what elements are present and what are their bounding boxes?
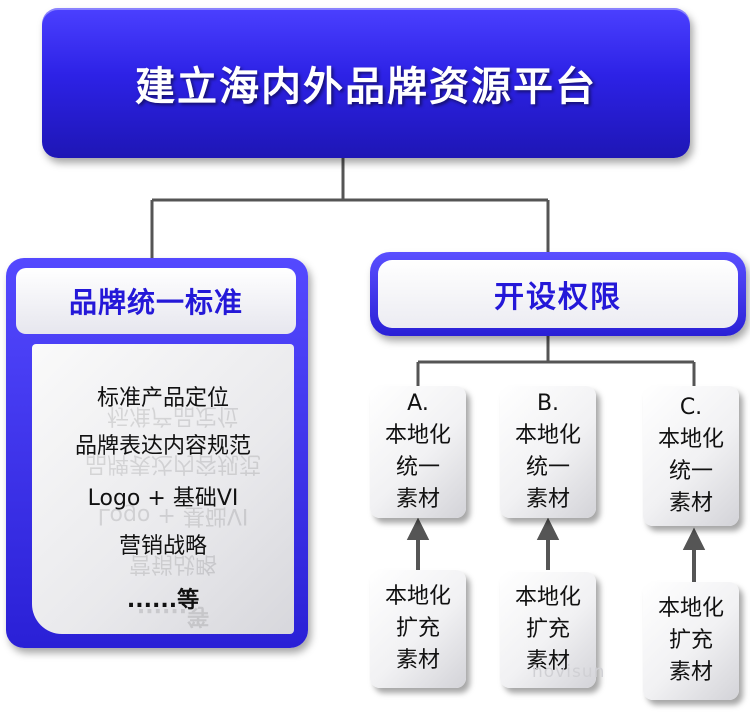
permissions-box: 开设权限 [370,252,746,336]
box-line: 本地化 [657,596,724,621]
standard-panel: 品牌统一标准 标准产品定位 标准产品定位 品牌表达内容规范 品牌表达内容规范 L… [6,258,308,648]
box-line: 素材 [525,487,570,512]
standard-header: 品牌统一标准 [16,268,296,334]
box-line: 本地化 [384,423,451,448]
column-c-expanded-box: 本地化 扩充 素材 [643,582,739,700]
column-b-unified-box: B. 本地化 统一 素材 [500,386,596,518]
standard-heading: 品牌统一标准 [68,286,243,319]
column-c-unified-box: C. 本地化 统一 素材 [643,386,739,526]
box-line: 素材 [525,649,570,674]
arrow-a-head [406,517,430,540]
standard-item: 营销战略 [118,534,207,559]
box-line: 扩充 [668,628,713,653]
box-line: 素材 [668,660,713,685]
standard-item: 标准产品定位 [96,386,229,411]
box-line: 统一 [525,455,570,480]
box-line: 本地化 [514,423,581,448]
box-line: 统一 [668,459,713,484]
box-line: 本地化 [514,585,581,610]
standard-body: 标准产品定位 标准产品定位 品牌表达内容规范 品牌表达内容规范 Logo + 基… [32,344,294,634]
box-line: 本地化 [384,584,451,609]
box-line: 素材 [668,491,713,516]
box-line: 素材 [395,648,440,673]
box-line: C. [679,395,703,420]
column-a-unified-box: A. 本地化 统一 素材 [370,386,466,518]
arrow-c-head [682,527,706,550]
box-line: B. [536,391,560,416]
watermark: novisun [532,662,606,682]
standard-item: 品牌表达内容规范 [74,434,251,459]
box-line: 本地化 [657,427,724,452]
box-line: 统一 [395,455,440,480]
box-line: 素材 [395,487,440,512]
box-line: A. [407,391,429,416]
main-title-box: 建立海内外品牌资源平台 [42,8,690,158]
main-title: 建立海内外品牌资源平台 [135,64,597,110]
permissions-heading: 开设权限 [494,280,622,315]
column-b-expanded-box: 本地化 扩充 素材 [500,572,596,688]
permissions-inner: 开设权限 [378,260,738,328]
box-line: 扩充 [395,616,440,641]
column-a-expanded-box: 本地化 扩充 素材 [370,570,466,688]
arrow-b-head [536,517,560,540]
box-line: 扩充 [525,617,570,642]
standard-item: Logo + 基础VI [87,486,239,511]
standard-item: ......等 [126,588,200,613]
